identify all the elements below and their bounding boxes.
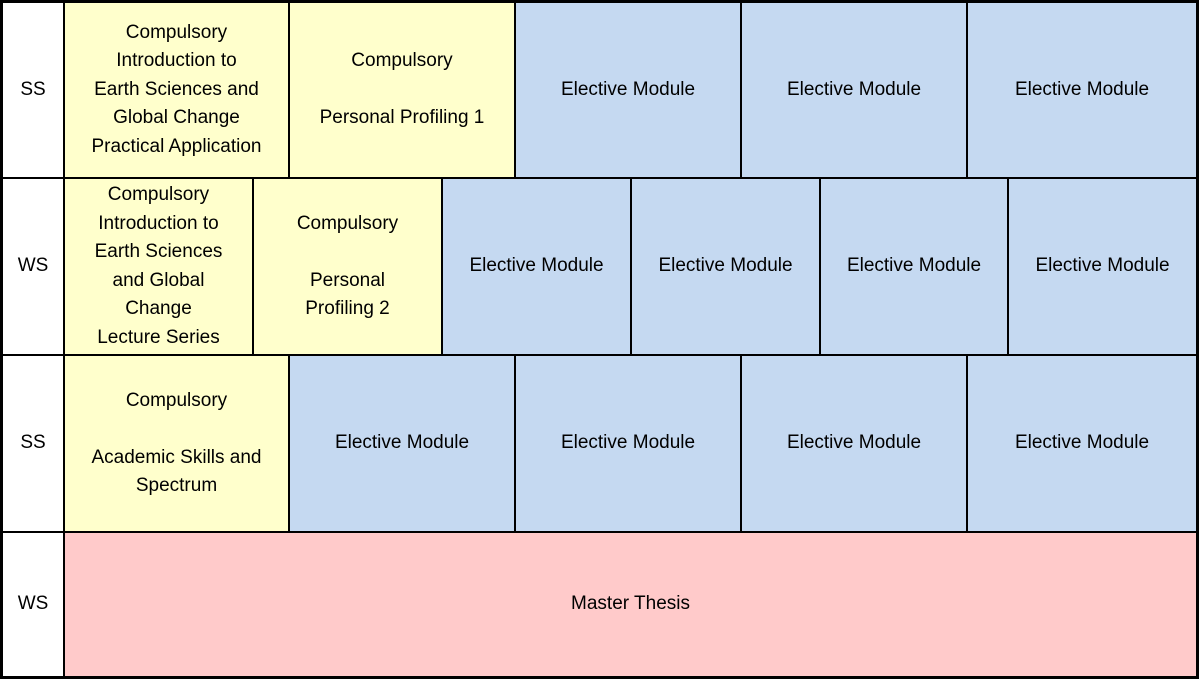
module-cell-elective: Elective Module	[443, 179, 632, 354]
module-label: Master Thesis	[571, 593, 690, 615]
module-cell-elective: Elective Module	[821, 179, 1009, 354]
module-cell-compulsory: Compulsory Introduction to Earth Science…	[65, 179, 254, 354]
module-cell-compulsory: Compulsory Personal Profiling 2	[254, 179, 443, 354]
table-row-semester-2: WS Compulsory Introduction to Earth Scie…	[3, 179, 1196, 356]
module-cell-compulsory: Compulsory Academic Skills and Spectrum	[65, 356, 290, 531]
semester-cell: WS	[3, 179, 65, 354]
module-label: Elective Module	[786, 432, 922, 454]
semester-label: WS	[17, 593, 49, 615]
module-label: Compulsory Introduction to Earth Science…	[91, 21, 262, 157]
module-label: Elective Module	[1035, 255, 1170, 277]
module-label: Elective Module	[786, 78, 922, 100]
module-cell-compulsory: Compulsory Personal Profiling 1	[290, 3, 516, 177]
module-label: Elective Module	[334, 432, 470, 454]
module-cell-elective: Elective Module	[1009, 179, 1196, 354]
module-label: Elective Module	[469, 255, 604, 277]
module-label: Elective Module	[1014, 78, 1150, 100]
module-label: Compulsory Introduction to Earth Science…	[94, 184, 223, 348]
semester-cell: WS	[3, 533, 65, 676]
table-row-semester-3: SS Compulsory Academic Skills and Spectr…	[3, 356, 1196, 533]
semester-cell: SS	[3, 3, 65, 177]
module-cell-elective: Elective Module	[968, 356, 1196, 531]
module-label: Elective Module	[560, 78, 696, 100]
semester-label: SS	[20, 432, 46, 454]
semester-label: WS	[17, 255, 49, 277]
module-cell-elective: Elective Module	[742, 3, 968, 177]
module-label: Elective Module	[1014, 432, 1150, 454]
semester-cell: SS	[3, 356, 65, 531]
module-cell-elective: Elective Module	[742, 356, 968, 531]
module-label: Elective Module	[846, 255, 982, 277]
module-cell-elective: Elective Module	[516, 3, 742, 177]
module-cell-elective: Elective Module	[968, 3, 1196, 177]
module-cell-compulsory: Compulsory Introduction to Earth Science…	[65, 3, 290, 177]
module-cell-thesis: Master Thesis	[65, 533, 1196, 676]
module-label: Elective Module	[560, 432, 696, 454]
module-cell-elective: Elective Module	[290, 356, 516, 531]
semester-label: SS	[20, 78, 46, 100]
module-label: Compulsory Personal Profiling 1	[319, 50, 485, 129]
module-label: Elective Module	[658, 255, 793, 277]
module-cell-elective: Elective Module	[516, 356, 742, 531]
module-cell-elective: Elective Module	[632, 179, 821, 354]
table-row-semester-4: WS Master Thesis	[3, 533, 1196, 676]
module-label: Compulsory Academic Skills and Spectrum	[91, 389, 262, 497]
table-row-semester-1: SS Compulsory Introduction to Earth Scie…	[3, 3, 1196, 179]
module-label: Compulsory Personal Profiling 2	[296, 212, 399, 320]
